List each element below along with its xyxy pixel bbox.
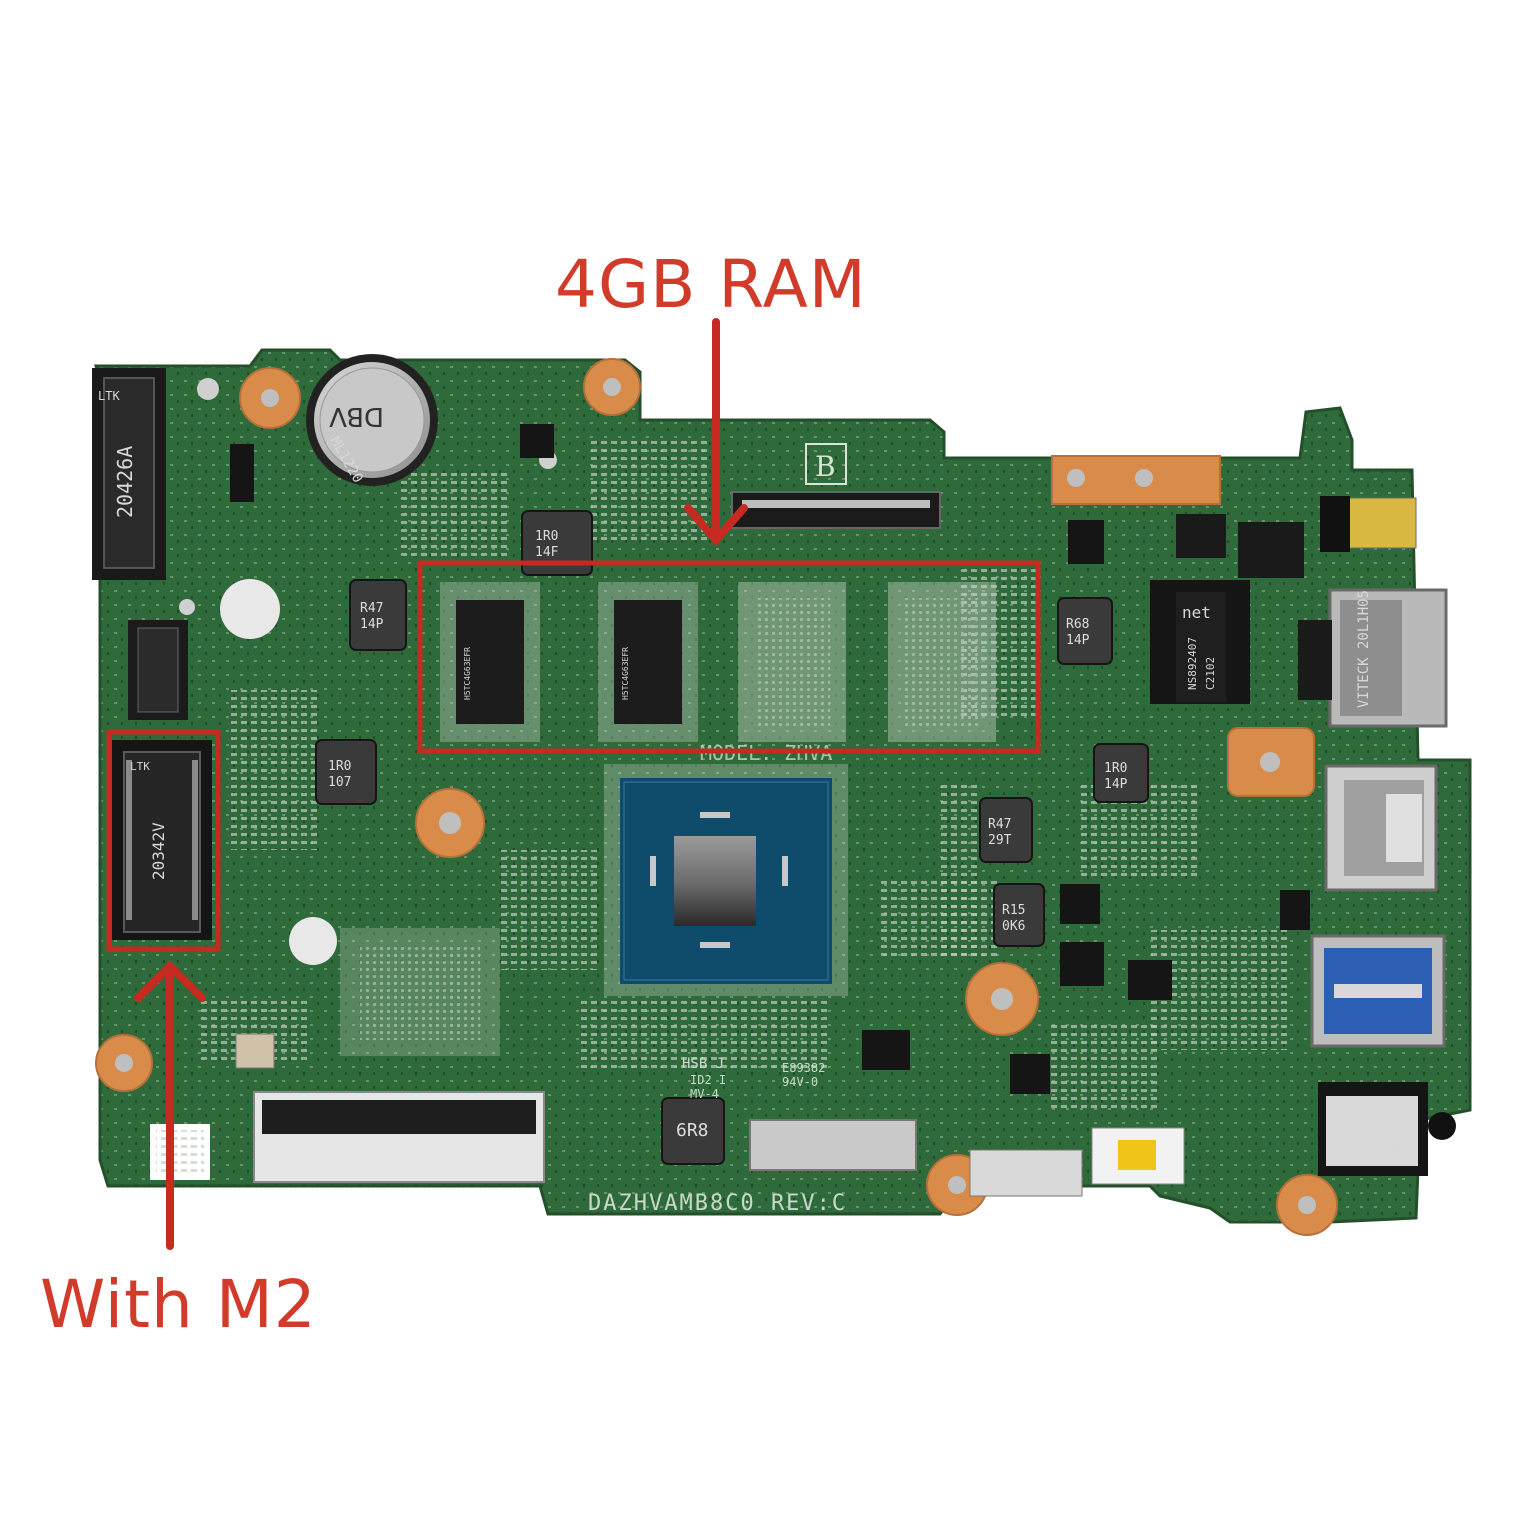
ram-annotation-label: 4GB RAM bbox=[555, 246, 867, 323]
battery-icon: ML1220 DBV bbox=[306, 354, 438, 486]
m2-slot-icon: LTK 20342V bbox=[112, 740, 212, 940]
ethernet-port-icon: VITECK 20L1H05 bbox=[1298, 588, 1448, 728]
svg-text:R15: R15 bbox=[1002, 903, 1025, 918]
svg-text:20342V: 20342V bbox=[149, 822, 168, 880]
svg-text:MV-4: MV-4 bbox=[690, 1087, 719, 1101]
svg-text:H5TC4G63EFR: H5TC4G63EFR bbox=[621, 647, 630, 700]
ram-highlight-box bbox=[417, 560, 1041, 754]
svg-text:0K6: 0K6 bbox=[1002, 919, 1025, 934]
svg-text:H5TC4G63EFR: H5TC4G63EFR bbox=[463, 647, 472, 700]
svg-text:14P: 14P bbox=[1066, 633, 1090, 648]
svg-text:NS892407: NS892407 bbox=[1186, 637, 1199, 690]
svg-text:R47: R47 bbox=[988, 817, 1011, 832]
svg-text:R68: R68 bbox=[1066, 617, 1089, 632]
svg-text:14F: 14F bbox=[535, 545, 559, 560]
svg-text:14P: 14P bbox=[1104, 777, 1128, 792]
svg-text:1R0: 1R0 bbox=[535, 529, 558, 544]
svg-text:LTK: LTK bbox=[130, 760, 150, 773]
svg-text:C2102: C2102 bbox=[1204, 657, 1217, 690]
cpu-icon bbox=[604, 764, 848, 996]
usb-port-icon bbox=[1310, 934, 1446, 1048]
m2-slot-top: LTK 20426A bbox=[92, 368, 166, 580]
svg-text:R47: R47 bbox=[360, 601, 383, 616]
svg-text:DBV: DBV bbox=[329, 401, 384, 431]
arrow-up-icon bbox=[134, 960, 206, 1250]
arrow-down-icon bbox=[684, 318, 748, 547]
m2-highlight-box bbox=[106, 729, 221, 952]
svg-text:HSB J: HSB J bbox=[682, 1056, 724, 1072]
audio-jack-icon: 210118+K2 bbox=[1318, 1082, 1456, 1176]
svg-text:B: B bbox=[815, 450, 836, 483]
svg-text:210118+K2: 210118+K2 bbox=[1350, 1138, 1410, 1151]
svg-text:14P: 14P bbox=[360, 617, 384, 632]
svg-text:29T: 29T bbox=[988, 833, 1012, 848]
svg-text:DAZHVAMB8C0 REV:C: DAZHVAMB8C0 REV:C bbox=[588, 1191, 847, 1216]
svg-text:6R8: 6R8 bbox=[676, 1120, 709, 1141]
svg-text:107: 107 bbox=[328, 775, 351, 790]
svg-text:1R0: 1R0 bbox=[1104, 761, 1127, 776]
svg-text:ID2 I: ID2 I bbox=[690, 1073, 726, 1087]
svg-text:net: net bbox=[1182, 603, 1211, 622]
svg-text:1R0: 1R0 bbox=[328, 759, 351, 774]
svg-text:LTK: LTK bbox=[98, 389, 120, 403]
m2-annotation-label: With M2 bbox=[40, 1266, 317, 1343]
svg-text:E89382: E89382 bbox=[782, 1061, 825, 1075]
svg-text:VITECK 20L1H05: VITECK 20L1H05 bbox=[1356, 590, 1372, 708]
hdmi-port-icon bbox=[1324, 764, 1438, 892]
svg-text:20426A: 20426A bbox=[113, 446, 137, 518]
svg-text:94V-0: 94V-0 bbox=[782, 1075, 818, 1089]
ram-chip-icon: H5TC4G63EFR H5TC4G63EFR bbox=[440, 582, 996, 742]
